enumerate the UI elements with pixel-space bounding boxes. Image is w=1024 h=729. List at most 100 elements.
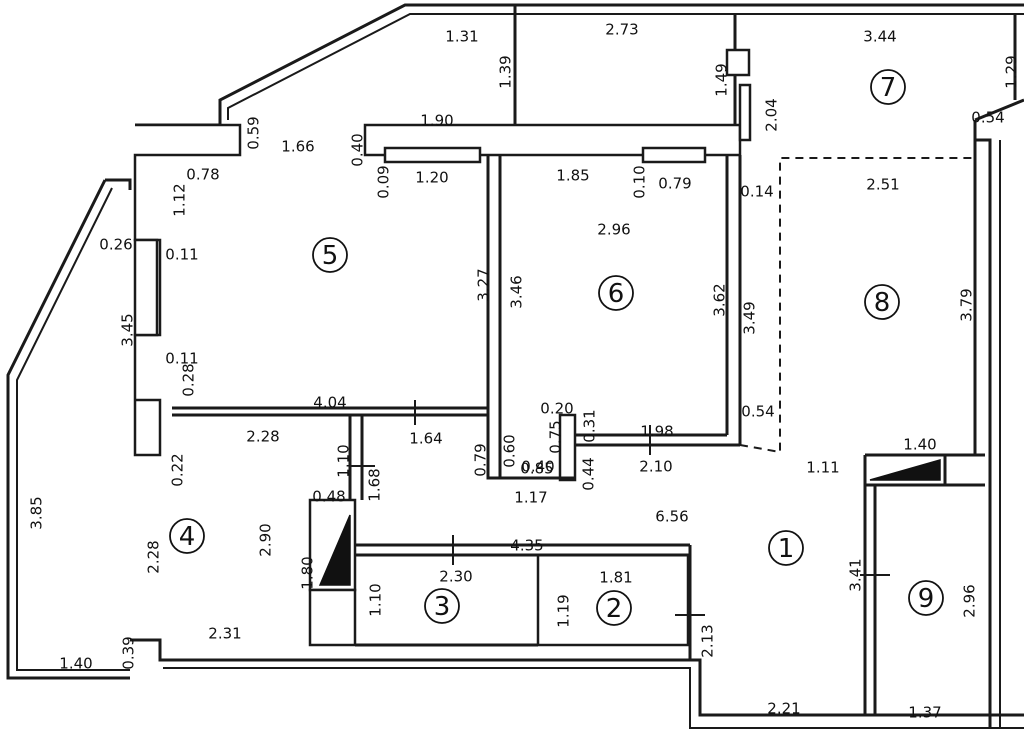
dimension-label: 2.51 xyxy=(866,176,899,194)
room-8-number: 8 xyxy=(874,288,891,318)
room-2-circle xyxy=(596,590,632,626)
room-6-number: 6 xyxy=(608,279,625,309)
room-2-number: 2 xyxy=(606,594,623,624)
room-5-number: 5 xyxy=(322,241,339,271)
room-4-number: 4 xyxy=(179,522,196,552)
room-1-label: 1 xyxy=(768,530,804,566)
room-4-circle xyxy=(169,518,205,554)
room-4-label: 4 xyxy=(169,518,205,554)
dimension-label: 1.12 xyxy=(171,183,189,216)
dimension-label: 2.30 xyxy=(439,568,472,586)
dimension-labels: 1.31 1.39 2.73 3.44 1.49 1.29 0.54 2.04 1.90 0.59… xyxy=(28,21,1021,722)
inner-walls xyxy=(133,5,985,715)
dimension-label: 0.60 xyxy=(501,434,519,467)
dimension-label: 1.10 xyxy=(367,583,385,616)
dimension-label: 3.46 xyxy=(508,275,526,308)
dimension-label: 1.90 xyxy=(420,112,453,130)
dimension-label: 0.54 xyxy=(971,109,1004,127)
dimension-label: 1.37 xyxy=(908,704,941,722)
dimension-label: 0.85 xyxy=(520,460,553,478)
dimension-label: 2.28 xyxy=(145,540,163,573)
dimension-label: 0.48 xyxy=(312,488,345,506)
room-3-number: 3 xyxy=(434,592,451,622)
room-9-label: 9 xyxy=(908,580,944,616)
dimension-label: 1.80 xyxy=(299,556,317,589)
dimension-label: 1.40 xyxy=(59,655,92,673)
room-labels: 1 2 3 4 5 6 7 8 9 xyxy=(169,69,944,626)
room-6-label: 6 xyxy=(598,275,634,311)
dimension-label: 2.10 xyxy=(639,458,672,476)
dimension-label: 0.10 xyxy=(631,165,649,198)
dimension-label: 0.28 xyxy=(180,363,198,396)
dimension-label: 0.78 xyxy=(186,166,219,184)
dimension-label: 1.10 xyxy=(335,444,353,477)
room-3-circle xyxy=(424,588,460,624)
dimension-label: 2.28 xyxy=(246,428,279,446)
dimension-label: 0.79 xyxy=(658,175,691,193)
dimension-label: 0.31 xyxy=(581,409,599,442)
dimension-label: 2.21 xyxy=(767,700,800,718)
room-6-circle xyxy=(598,275,634,311)
dimension-label: 2.96 xyxy=(597,221,630,239)
dimension-label: 2.96 xyxy=(961,584,979,617)
dimension-label: 0.40 xyxy=(521,458,554,476)
room-7-number: 7 xyxy=(880,73,897,103)
dimension-label: 1.68 xyxy=(366,468,384,501)
dimension-label: 0.20 xyxy=(540,400,573,418)
dimension-label: 1.39 xyxy=(497,55,515,88)
dimension-label: 2.31 xyxy=(208,625,241,643)
dimension-label: 0.79 xyxy=(472,443,490,476)
door-marks xyxy=(350,400,890,616)
dimension-label: 6.56 xyxy=(655,508,688,526)
room-5-circle xyxy=(312,237,348,273)
dimension-label: 0.54 xyxy=(741,403,774,421)
dimension-label: 1.31 xyxy=(445,28,478,46)
dimension-label: 3.27 xyxy=(475,268,493,301)
dimension-label: 2.73 xyxy=(605,21,638,39)
room-8-dashed-boundary xyxy=(739,157,975,454)
dimension-label: 0.75 xyxy=(547,420,565,453)
dimension-label: 3.44 xyxy=(863,28,896,46)
dimension-label: 2.90 xyxy=(257,523,275,556)
dimension-label: 1.81 xyxy=(599,569,632,587)
dimension-label: 3.85 xyxy=(28,496,46,529)
dimension-label: 0.39 xyxy=(120,636,138,669)
dimension-label: 1.66 xyxy=(281,138,314,156)
dimension-label: 3.49 xyxy=(741,301,759,334)
outer-walls xyxy=(6,3,1024,729)
room-1-number: 1 xyxy=(778,534,795,564)
dimension-label: 0.14 xyxy=(740,183,773,201)
dimension-label: 0.59 xyxy=(245,116,263,149)
room-2-label: 2 xyxy=(596,590,632,626)
dimension-label: 0.44 xyxy=(580,457,598,490)
dimension-label: 0.09 xyxy=(375,165,393,198)
room-9-number: 9 xyxy=(918,584,935,614)
dimension-label: 3.62 xyxy=(711,283,729,316)
dimension-label: 3.45 xyxy=(119,313,137,346)
dimension-label: 0.22 xyxy=(169,453,187,486)
dimension-label: 1.17 xyxy=(514,489,547,507)
room-8-label: 8 xyxy=(864,284,900,320)
dimension-label: 3.41 xyxy=(847,558,865,591)
room-7-circle xyxy=(870,69,906,105)
dimension-label: 4.35 xyxy=(510,537,543,555)
dimension-label: 1.29 xyxy=(1003,55,1021,88)
room-3-label: 3 xyxy=(424,588,460,624)
dimension-label: 1.20 xyxy=(415,169,448,187)
dimension-label: 2.04 xyxy=(763,98,781,131)
dimension-label: 1.49 xyxy=(713,63,731,96)
room-7-label: 7 xyxy=(870,69,906,105)
dimension-label: 1.40 xyxy=(903,436,936,454)
dimension-label: 1.64 xyxy=(409,430,442,448)
dimension-label: 1.11 xyxy=(806,459,839,477)
dimension-label: 1.85 xyxy=(556,167,589,185)
dimension-label: 4.04 xyxy=(313,394,346,412)
dimension-label: 0.26 xyxy=(99,236,132,254)
room-5-label: 5 xyxy=(312,237,348,273)
room-9-circle xyxy=(908,580,944,616)
room-8-circle xyxy=(864,284,900,320)
dimension-label: 1.19 xyxy=(555,594,573,627)
dimension-label: 0.11 xyxy=(165,246,198,264)
dimension-label: 2.13 xyxy=(699,624,717,657)
